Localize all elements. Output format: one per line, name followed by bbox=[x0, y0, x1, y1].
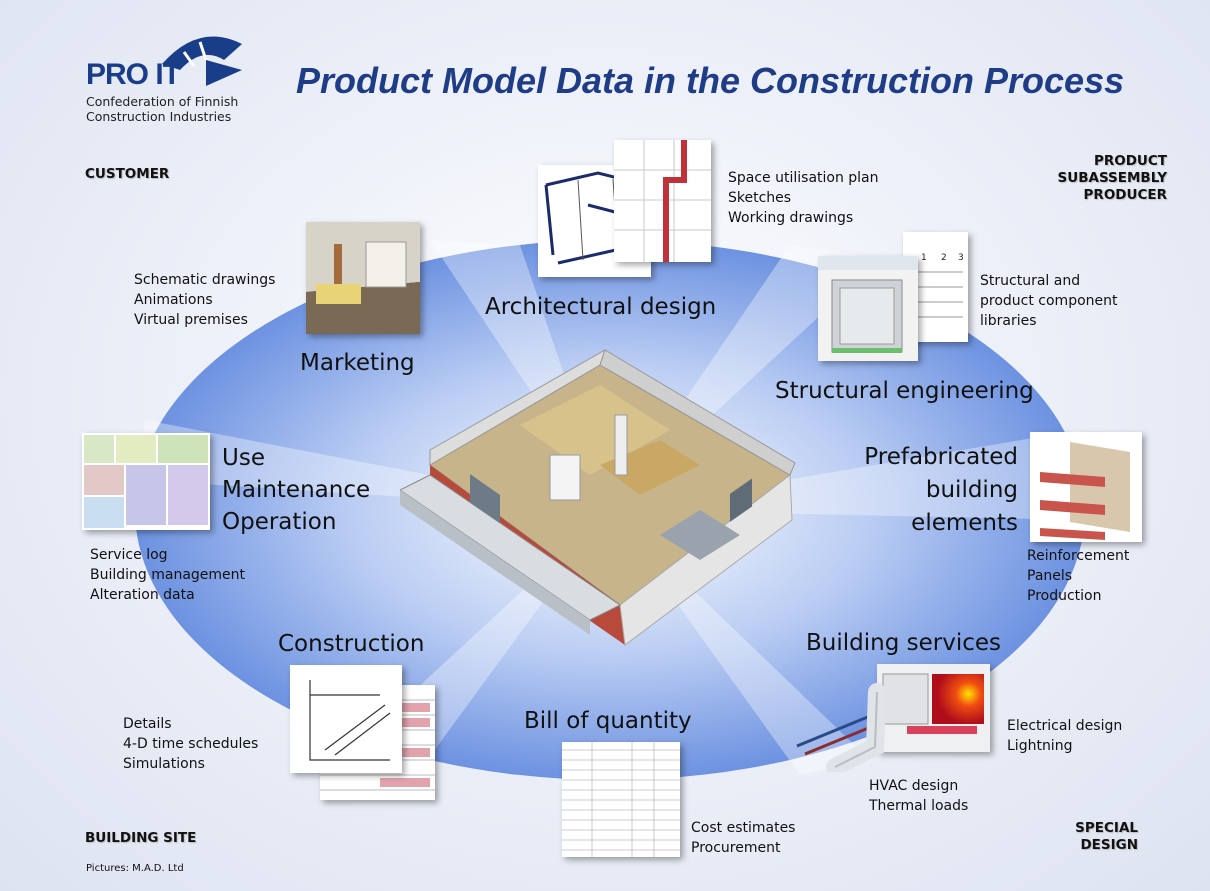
corner-customer: CUSTOMER bbox=[85, 166, 170, 182]
services-items-below: HVAC design Thermal loads bbox=[869, 778, 969, 814]
construction-detail-image bbox=[290, 665, 402, 773]
stage-use-maintenance-operation: Use Maintenance Operation bbox=[222, 445, 371, 535]
stage-building-services: Building services bbox=[806, 630, 1001, 656]
thermal-analysis-image bbox=[877, 664, 990, 752]
stage-prefabricated-elements: Prefabricated building elements bbox=[864, 444, 1018, 536]
svg-text:1: 1 bbox=[921, 253, 927, 263]
logo: PRO IT Confederation of Finnish Construc… bbox=[86, 30, 266, 125]
facility-plan-image bbox=[82, 433, 210, 530]
quantity-sheet-image bbox=[562, 742, 680, 857]
logo-name: PRO IT bbox=[86, 58, 181, 91]
window-component-image bbox=[818, 256, 918, 361]
services-items-right: Electrical design Lightning bbox=[1007, 718, 1123, 754]
interior-render-image bbox=[306, 222, 420, 334]
stage-construction: Construction bbox=[278, 631, 425, 657]
hvac-duct-image bbox=[796, 683, 886, 772]
structural-items: Structural and product component librari… bbox=[980, 273, 1118, 329]
architectural-items: Space utilisation plan Sketches Working … bbox=[728, 170, 879, 226]
pictures-credit: Pictures: M.A.D. Ltd bbox=[86, 863, 184, 874]
corner-building-site: BUILDING SITE bbox=[85, 830, 197, 846]
stage-bill-of-quantity: Bill of quantity bbox=[524, 708, 692, 734]
stage-structural-engineering: Structural engineering bbox=[775, 378, 1034, 404]
stage-architectural-design: Architectural design bbox=[485, 294, 717, 320]
stage-marketing: Marketing bbox=[300, 350, 415, 376]
apartment-model-image bbox=[400, 348, 796, 646]
quantity-items: Cost estimates Procurement bbox=[691, 820, 796, 856]
working-drawing-image bbox=[614, 140, 711, 262]
use-items: Service log Building management Alterati… bbox=[90, 547, 246, 603]
corner-special-design: SPECIAL DESIGN bbox=[1075, 820, 1138, 853]
page-title: Product Model Data in the Construction P… bbox=[296, 60, 1125, 101]
svg-text:2: 2 bbox=[941, 253, 947, 263]
construction-items: Details 4-D time schedules Simulations bbox=[123, 716, 259, 772]
marketing-items: Schematic drawings Animations Virtual pr… bbox=[134, 272, 276, 328]
logo-subtitle: Confederation of Finnish Construction In… bbox=[86, 94, 239, 124]
svg-text:3: 3 bbox=[958, 253, 964, 263]
prefab-elements-image bbox=[1030, 432, 1142, 542]
prefabricated-items: Reinforcement Panels Production bbox=[1027, 548, 1130, 604]
corner-product-producer: PRODUCT SUBASSEMBLY PRODUCER bbox=[1057, 153, 1167, 203]
logo-mark-icon bbox=[162, 36, 242, 86]
